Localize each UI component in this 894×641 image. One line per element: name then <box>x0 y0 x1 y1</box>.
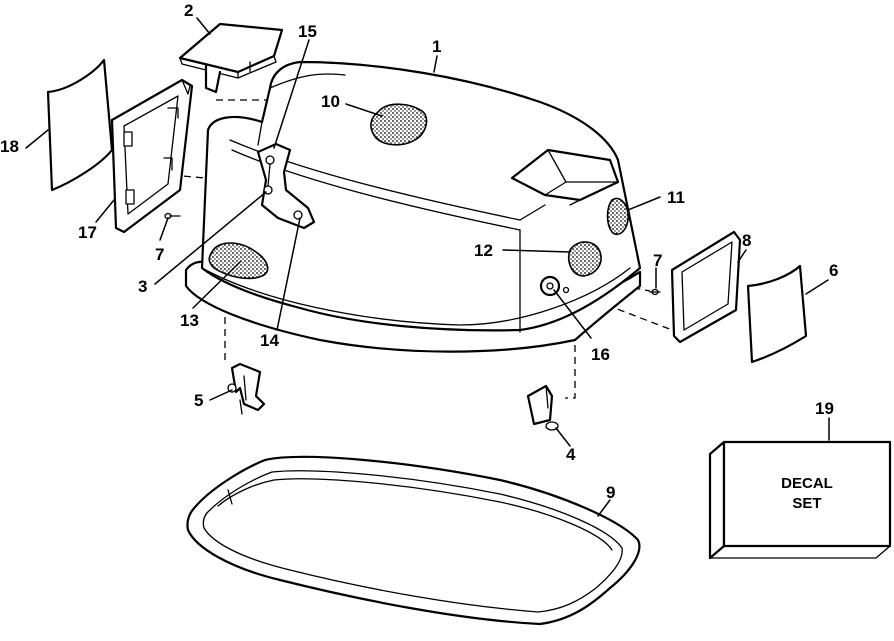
callout-labels: 1 2 15 10 11 12 16 14 13 3 7 7 8 6 18 17… <box>0 1 838 502</box>
rear-side-cover <box>670 230 742 344</box>
top-decal-patch <box>370 103 428 146</box>
callout-8: 8 <box>742 231 751 250</box>
callout-2: 2 <box>184 1 193 20</box>
callout-14: 14 <box>260 331 279 350</box>
callout-16: 16 <box>591 345 610 364</box>
callout-4: 4 <box>566 445 576 464</box>
callout-13: 13 <box>180 311 199 330</box>
callout-17: 17 <box>78 223 97 242</box>
cover-seal-ring <box>186 455 641 626</box>
callout-18: 18 <box>0 137 19 156</box>
callout-9: 9 <box>606 483 615 502</box>
left-decal-sheet <box>46 58 114 192</box>
right-side-decal-patch <box>606 197 630 236</box>
callout-10: 10 <box>321 92 340 111</box>
callout-12: 12 <box>474 241 493 260</box>
front-left-decal-patch <box>208 242 269 280</box>
decal-set-box: DECAL SET <box>708 440 892 560</box>
callout-7-left: 7 <box>155 245 164 264</box>
callout-11: 11 <box>667 188 685 207</box>
callout-3: 3 <box>138 277 147 296</box>
left-screw <box>164 212 181 220</box>
left-side-cover <box>110 78 194 234</box>
right-screw <box>649 288 661 296</box>
engine-cover-hood <box>184 60 642 353</box>
rear-bracket <box>526 384 559 431</box>
rear-decal-sheet <box>746 264 808 364</box>
callout-19: 19 <box>815 399 834 418</box>
front-bracket <box>227 362 266 415</box>
callout-5: 5 <box>194 391 203 410</box>
leader-lines <box>25 17 830 517</box>
top-handle-cap <box>178 22 284 94</box>
callout-15: 15 <box>298 22 317 41</box>
callout-1: 1 <box>432 37 441 56</box>
decal-box-line1: DECAL <box>781 475 833 492</box>
callout-6: 6 <box>829 261 838 280</box>
callout-7-right: 7 <box>653 251 662 270</box>
rear-right-decal-patch <box>568 241 602 277</box>
decal-box-line2: SET <box>792 495 821 512</box>
